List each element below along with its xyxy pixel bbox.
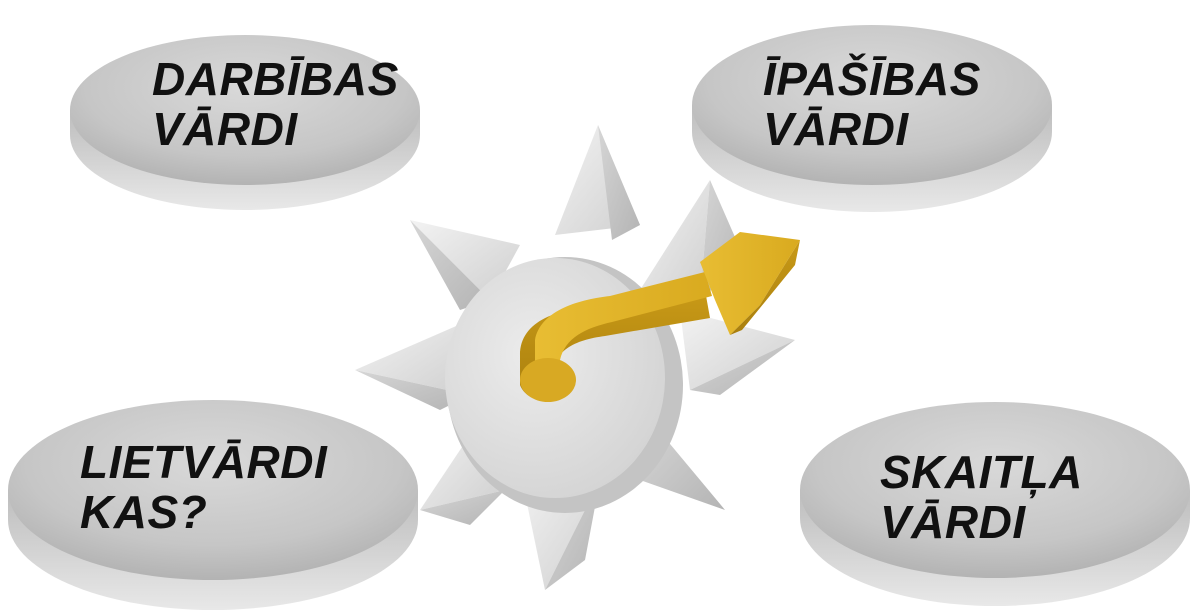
label-line-2: VĀRDI: [880, 496, 1026, 548]
label-line-1: DARBĪBAS: [152, 53, 399, 105]
label-line-1: ĪPAŠĪBAS: [763, 53, 981, 105]
oval-bottom-left: [8, 400, 418, 610]
oval-label-bottom-left: LIETVĀRDI KAS?: [80, 437, 327, 537]
label-line-1: SKAITĻA: [880, 446, 1083, 498]
oval-top-left: [70, 35, 420, 210]
oval-label-top-left: DARBĪBAS VĀRDI: [152, 54, 399, 154]
arrow-pointer-icon: [520, 232, 800, 402]
oval-top-right: [692, 25, 1052, 212]
gear-dial-icon: [355, 125, 795, 590]
label-line-2: VĀRDI: [152, 103, 298, 155]
label-line-2: KAS?: [80, 486, 208, 538]
oval-label-bottom-right: SKAITĻA VĀRDI: [880, 447, 1083, 547]
oval-bottom-right: [800, 402, 1190, 606]
oval-label-top-right: ĪPAŠĪBAS VĀRDI: [763, 54, 981, 154]
label-line-1: LIETVĀRDI: [80, 436, 328, 488]
label-line-2: VĀRDI: [763, 103, 909, 155]
